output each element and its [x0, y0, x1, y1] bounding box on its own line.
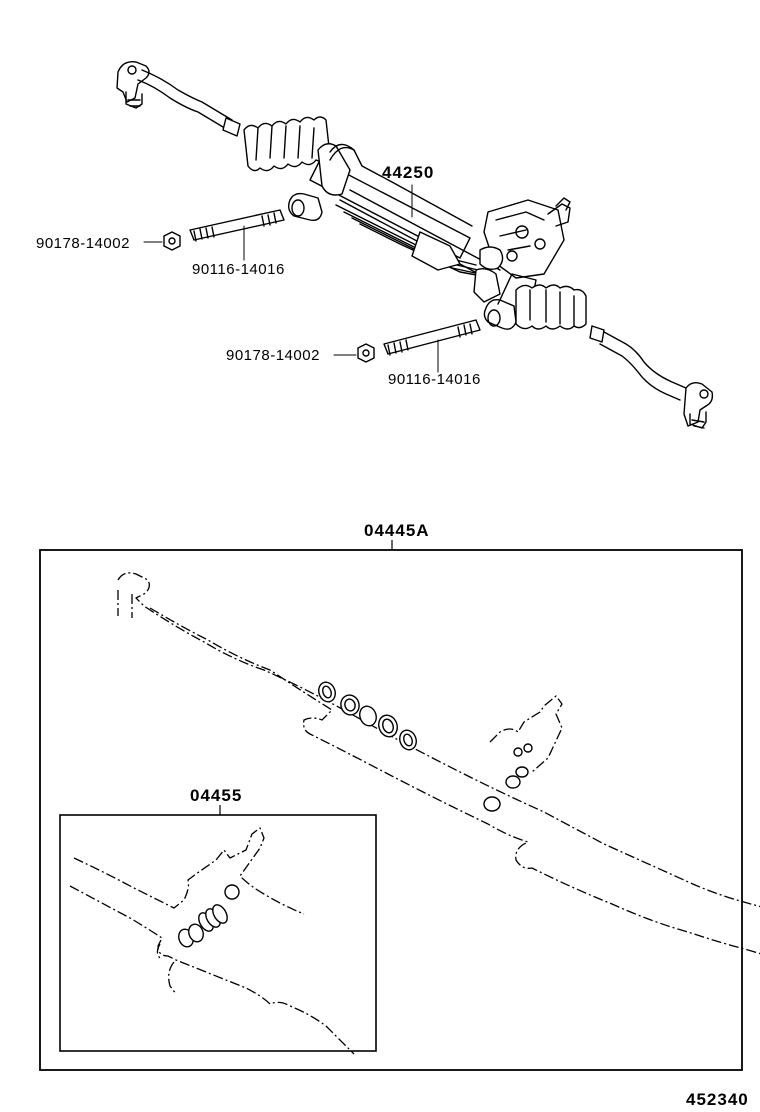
- gasket-kit-frame: [39, 549, 743, 1071]
- lower-stud-bolt: [383, 319, 481, 356]
- steering-rack-assembly: [116, 61, 714, 429]
- upper-nut: [163, 231, 181, 251]
- left-jam-nut: [222, 117, 241, 137]
- label-gasket-kit: 04445A: [364, 521, 430, 540]
- label-upper-bolt: 90116-14016: [192, 261, 285, 278]
- valve-body: [411, 197, 571, 303]
- right-mount-bushing: [483, 298, 517, 330]
- lower-nut: [357, 343, 375, 363]
- left-mount-bushing: [287, 192, 323, 222]
- gasket-kit-seals: [318, 681, 533, 812]
- right-rack-boot: [515, 284, 587, 330]
- label-lower-nut: 90178-14002: [226, 347, 320, 364]
- label-lower-bolt: 90116-14016: [388, 371, 481, 388]
- right-tie-rod-end: [599, 331, 714, 429]
- rack-housing: [309, 143, 501, 281]
- illustration-number: 452340: [686, 1090, 749, 1109]
- seal-kit-phantom-rack: [69, 827, 355, 1055]
- seal-kit-seals: [178, 884, 240, 948]
- left-tie-rod-end: [116, 61, 233, 131]
- upper-stud-bolt: [189, 209, 285, 242]
- right-jam-nut: [589, 325, 605, 343]
- label-upper-nut: 90178-14002: [36, 235, 130, 252]
- seal-kit-frame: [59, 814, 377, 1052]
- label-seal-kit: 04455: [190, 786, 243, 805]
- left-rack-boot: [243, 116, 331, 172]
- gasket-kit-phantom-rack: [117, 572, 760, 955]
- label-gear-assembly: 44250: [382, 163, 435, 182]
